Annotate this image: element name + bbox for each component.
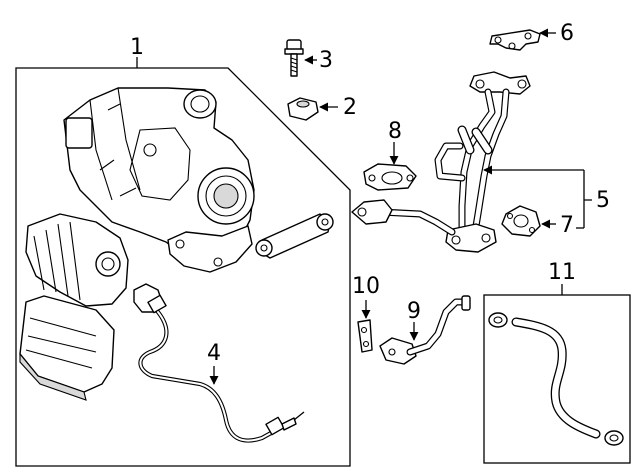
group-frame-1 — [15, 67, 351, 467]
callout-4: 4 — [207, 341, 221, 366]
gasket-7 — [501, 205, 541, 237]
bracket — [489, 29, 541, 51]
gasket-8 — [363, 163, 417, 191]
clip — [357, 319, 373, 353]
callout-3: 3 — [319, 48, 333, 73]
callout-5: 5 — [596, 188, 610, 213]
callout-2: 2 — [343, 95, 357, 120]
callout-6: 6 — [560, 21, 574, 46]
callout-10: 10 — [352, 274, 380, 299]
bolt — [284, 39, 304, 77]
callout-8: 8 — [388, 119, 402, 144]
oil-line-assembly — [351, 71, 531, 253]
leader-5 — [583, 170, 592, 228]
exhaust-temp-sensor — [133, 283, 305, 443]
actuator — [25, 213, 129, 307]
callout-9: 9 — [407, 299, 421, 324]
coolant-tube — [379, 295, 471, 365]
nut — [287, 97, 319, 121]
turbocharger — [63, 87, 255, 273]
callout-7: 7 — [560, 213, 574, 238]
group-frame-11 — [483, 294, 631, 464]
callout-11: 11 — [548, 260, 576, 285]
callout-1: 1 — [130, 35, 144, 60]
coolant-hose — [488, 312, 624, 446]
heat-shield — [19, 295, 115, 401]
link-rod — [255, 213, 334, 259]
